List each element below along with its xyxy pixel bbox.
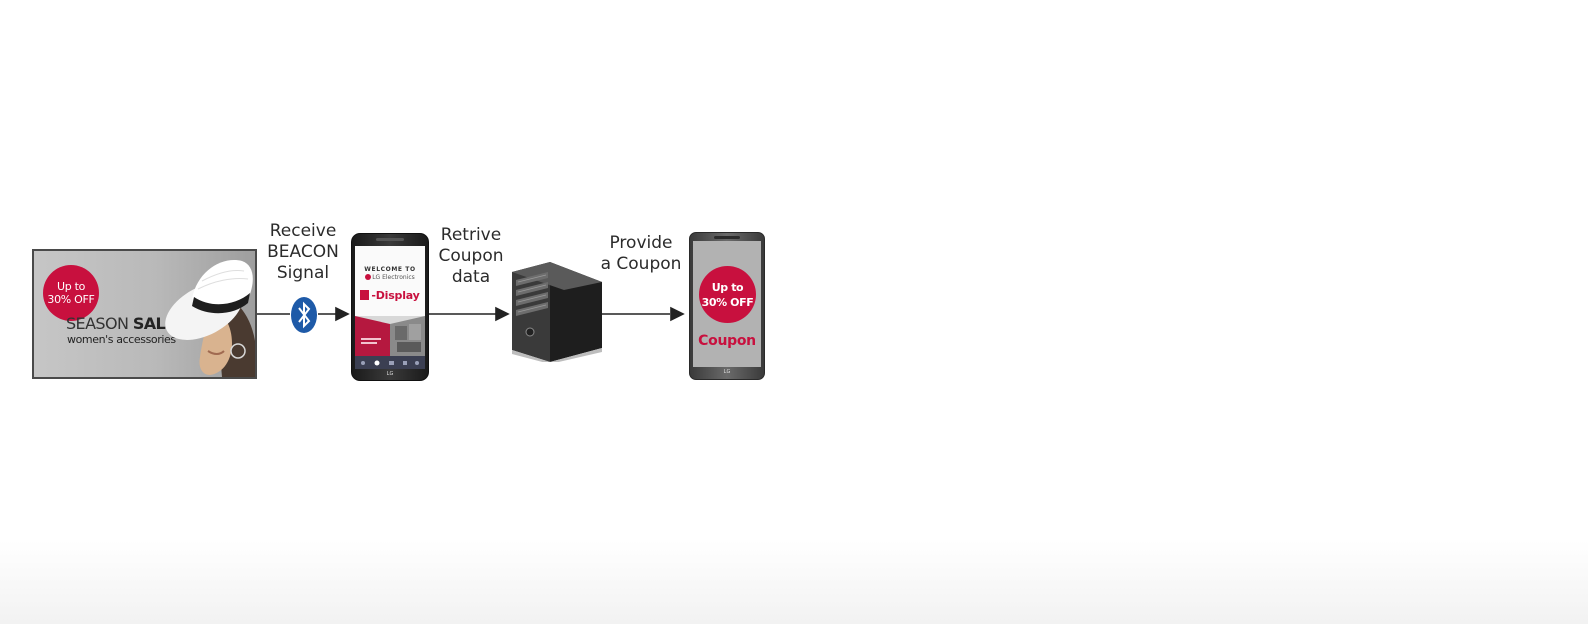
app-tab-icons [361, 360, 419, 366]
receive-line-2: BEACON [267, 242, 339, 262]
phone-speaker [714, 236, 740, 239]
smartphone-coupon: Up to 30% OFF Coupon LG [689, 232, 765, 380]
digital-signage-display: Up to 30% OFF SEASON SALE women's access… [32, 249, 257, 379]
step-label-receive-beacon: Receive BEACON Signal [258, 221, 348, 284]
woman-in-hat-image [165, 260, 255, 377]
phone-coupon-screen: Up to 30% OFF Coupon [693, 241, 761, 367]
signage-discount-badge: Up to 30% OFF [43, 265, 99, 321]
arrowhead-3 [670, 306, 685, 322]
app-welcome-text: WELCOME TO [364, 266, 416, 273]
bluetooth-icon [291, 297, 317, 333]
coupon-badge-line1: Up to [711, 280, 744, 294]
step-label-retrive-coupon: Retrive Coupon data [430, 225, 512, 288]
coupon-discount-badge: Up to 30% OFF [699, 266, 756, 323]
arrowhead-2 [495, 306, 510, 322]
coupon-badge-line2: 30% OFF [701, 295, 754, 309]
receive-line-1: Receive [269, 221, 337, 241]
signage-badge-line1: Up to [56, 280, 86, 293]
coupon-label: Coupon [698, 333, 756, 349]
app-name: -Display [355, 289, 425, 302]
phone-app-screen: WELCOME TO LG Electronics -Display [355, 246, 425, 369]
provide-line-2: a Coupon [600, 254, 682, 274]
signage-subtitle: women's accessories [67, 333, 176, 346]
provide-line-1: Provide [609, 233, 673, 253]
display-app-icon [360, 290, 370, 300]
retrive-line-3: data [451, 267, 491, 287]
signage-title: SEASON SALE [66, 314, 176, 333]
app-name-text: -Display [371, 289, 420, 302]
signage-title-light: SEASON [66, 314, 133, 333]
retrive-line-1: Retrive [440, 225, 502, 245]
app-tab-bar [355, 356, 425, 369]
phone-logo: LG [386, 371, 394, 377]
retrive-line-2: Coupon [438, 246, 504, 266]
step-label-provide-coupon: Provide a Coupon [596, 233, 686, 275]
app-banner-tiles [355, 316, 425, 356]
smartphone-app: WELCOME TO LG Electronics -Display LG [351, 233, 429, 381]
signage-title-bold: SALE [132, 314, 176, 333]
server-tower-icon [512, 262, 602, 362]
phone-speaker [376, 238, 404, 241]
arrowhead-1 [335, 306, 350, 322]
signage-badge-line2: 30% OFF [47, 293, 95, 306]
phone-logo: LG [723, 369, 731, 375]
receive-line-3: Signal [276, 263, 330, 283]
app-brand: LG Electronics [355, 274, 425, 281]
app-brand-text: LG Electronics [372, 274, 415, 281]
lg-logo-icon [365, 274, 372, 280]
